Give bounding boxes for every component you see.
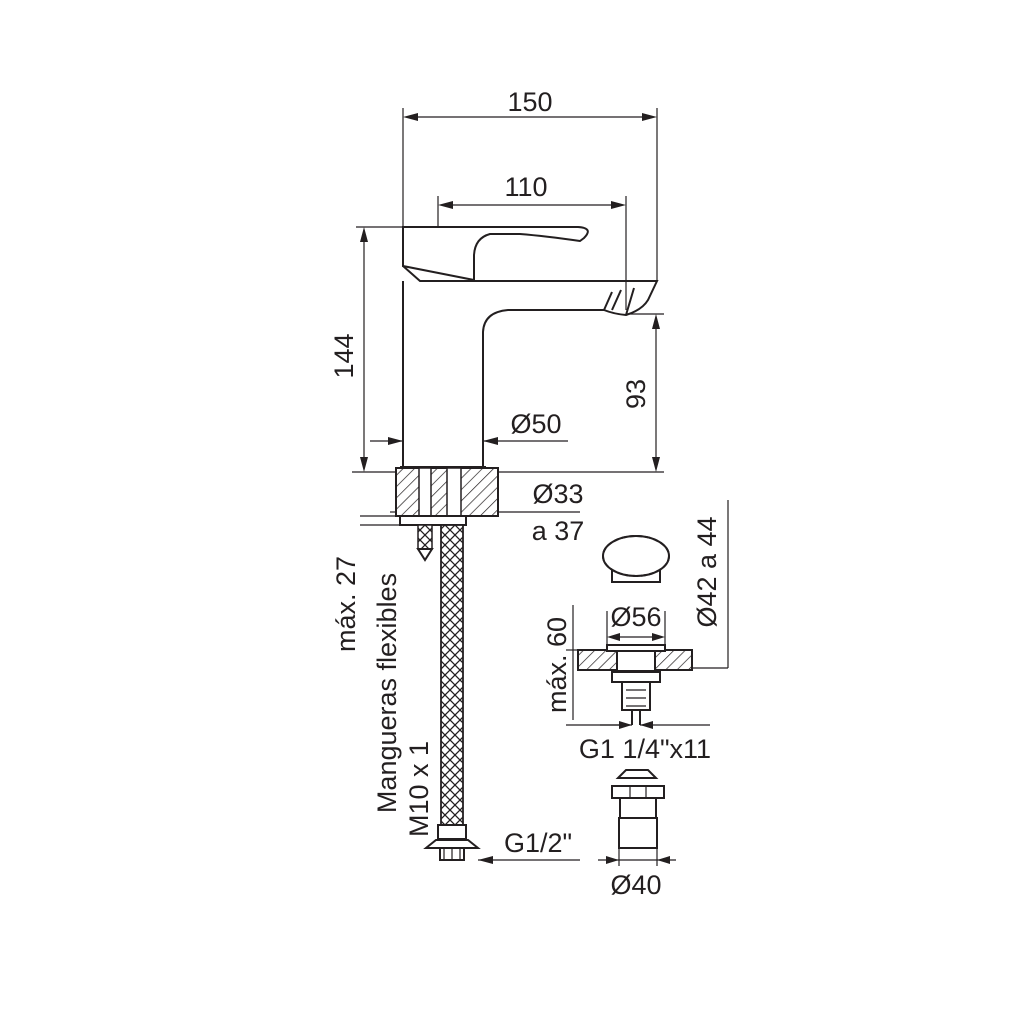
label-hoses-thread: M10 x 1 (404, 741, 434, 837)
dim-spout-reach: 110 (504, 172, 547, 202)
dim-hole-diameter: Ø33 (532, 479, 583, 509)
dim-max-thickness: máx. 27 (331, 556, 361, 652)
dim-hole-diameter-range: a 37 (532, 516, 585, 546)
dim-spout-height: 93 (621, 379, 651, 409)
drain-valve (577, 535, 693, 849)
dim-drain-max-thickness: máx. 60 (542, 617, 572, 713)
dim-drain-base-diameter: Ø40 (610, 870, 661, 900)
dimension-labels: 150 110 144 93 Ø50 Ø33 a 37 máx. 27 Mang… (329, 87, 722, 900)
flexible-hoses (416, 524, 481, 861)
dim-drain-thread: G1 1/4"x11 (579, 734, 711, 764)
dim-hose-connection: G1/2" (504, 828, 572, 858)
dim-overall-height: 144 (329, 333, 359, 378)
dim-drain-cap-diameter: Ø56 (610, 602, 661, 632)
dim-drain-hole-diameter: Ø42 a 44 (692, 516, 722, 627)
dimension-lines (352, 108, 729, 866)
countertop-section (395, 467, 499, 526)
faucet-body (400, 226, 659, 468)
label-hoses: Mangueras flexibles (372, 573, 402, 813)
dim-overall-length: 150 (507, 87, 552, 117)
dim-body-diameter: Ø50 (510, 409, 561, 439)
